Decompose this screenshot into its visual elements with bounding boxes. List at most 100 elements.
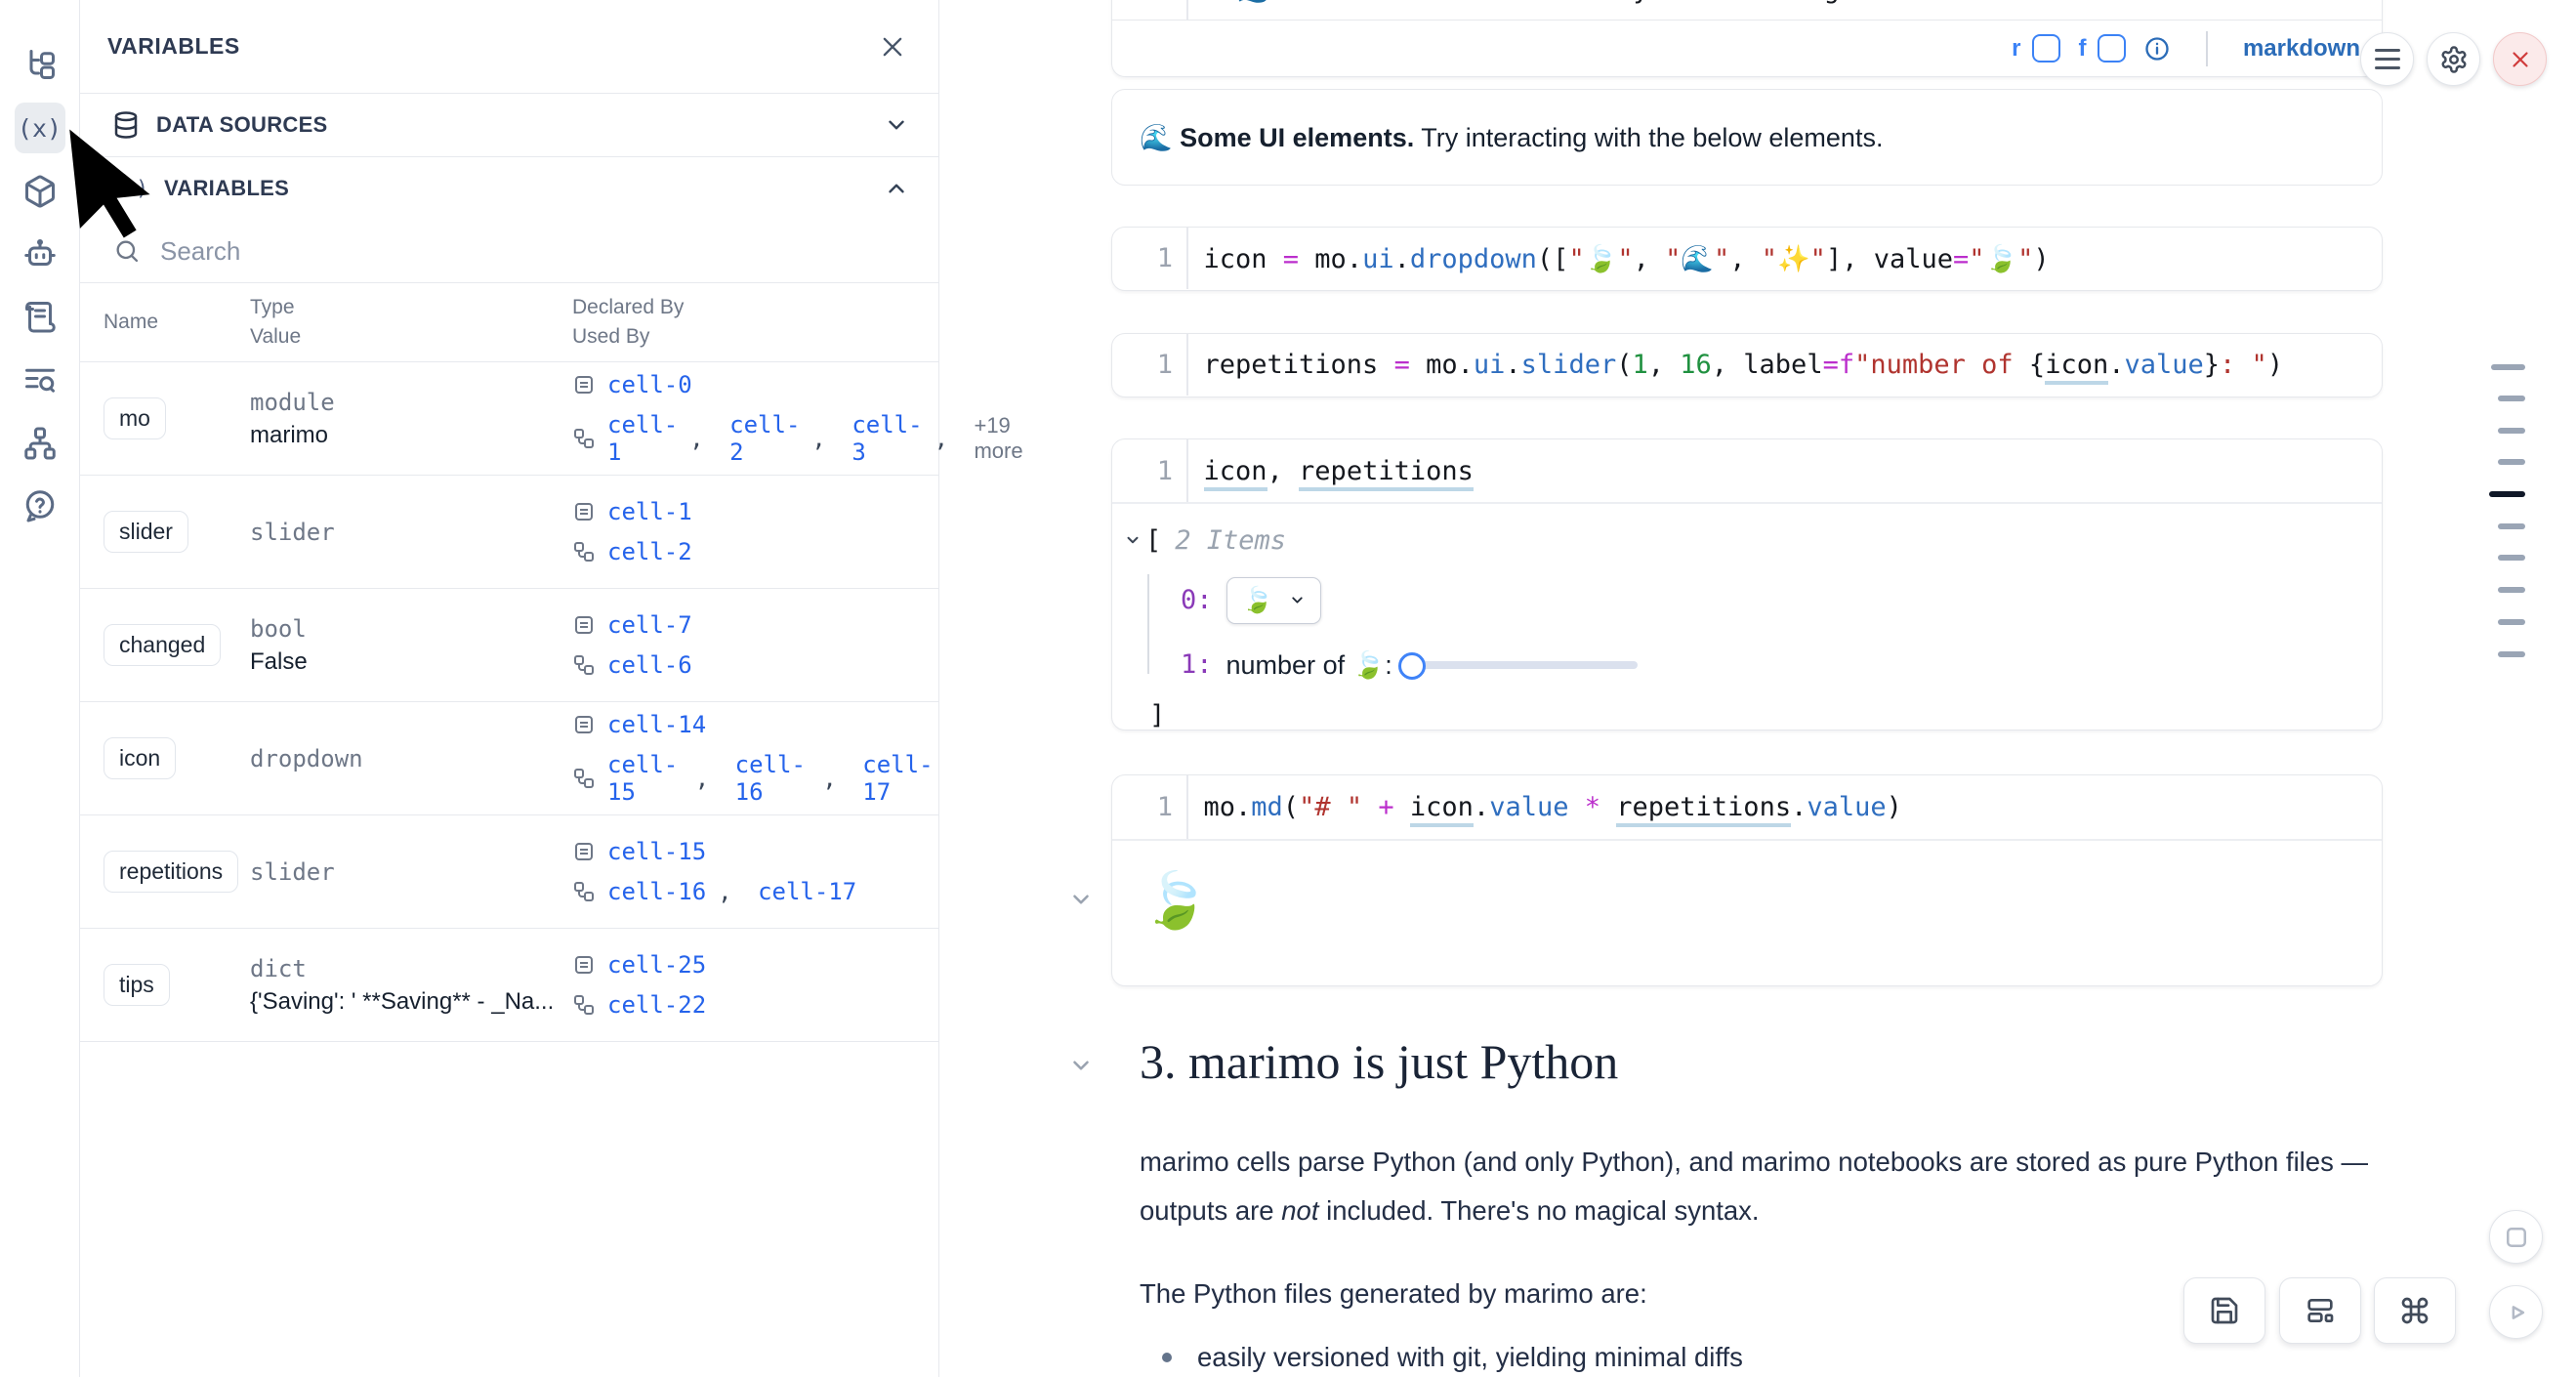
tree-key-0: 0: — [1181, 585, 1213, 615]
minimap-mark[interactable] — [2498, 555, 2525, 561]
minimap-mark[interactable] — [2498, 523, 2525, 529]
cell-link[interactable]: cell-22 — [607, 991, 707, 1019]
ai-bot-icon[interactable] — [15, 229, 65, 279]
code-line[interactable]: icon, repetitions — [1188, 455, 1474, 491]
file-tree-icon[interactable] — [15, 39, 65, 90]
cell-link[interactable]: cell-7 — [607, 611, 692, 639]
help-icon[interactable] — [15, 480, 65, 531]
reactive-checkbox[interactable] — [2032, 34, 2061, 63]
save-button[interactable] — [2183, 1277, 2265, 1344]
cell-link[interactable]: cell-2 — [607, 538, 692, 565]
minimap-mark[interactable] — [2498, 587, 2525, 593]
cell-link[interactable]: cell-1 — [607, 498, 692, 525]
col-used-by: Used By — [572, 325, 650, 348]
cell-link[interactable]: cell-6 — [607, 651, 692, 679]
cell-link[interactable]: cell-3 — [852, 411, 923, 466]
notebook-menu-button[interactable] — [2360, 32, 2414, 86]
shutdown-button[interactable] — [2493, 32, 2547, 86]
cell-md-leaf[interactable]: 1 mo.md("# " + icon.value * repetitions.… — [1111, 774, 2383, 986]
variables-glyph: (x) — [17, 113, 62, 143]
minimap-mark[interactable] — [2498, 651, 2525, 657]
tree-collapse-chevron-icon[interactable] — [1124, 531, 1142, 549]
cell-link[interactable]: cell-0 — [607, 371, 692, 398]
code-line[interactable]: mo.md("# " + icon.value * repetitions.va… — [1188, 792, 1902, 827]
gutter-divider — [1186, 439, 1188, 502]
section-collapse-chevron-icon[interactable] — [1068, 1053, 1094, 1078]
line-number: 1 — [1112, 0, 1186, 5]
variables-panel-icon[interactable]: (x) — [14, 103, 65, 153]
cell-link[interactable]: cell-15 — [607, 838, 707, 865]
cell-link[interactable]: cell-17 — [758, 878, 857, 905]
minimap-mark-active[interactable] — [2489, 491, 2525, 497]
variable-type: bool — [250, 614, 307, 643]
toolbar-separator — [2206, 30, 2208, 66]
icon-dropdown-select[interactable]: 🍃 — [1226, 576, 1321, 624]
logs-icon[interactable] — [15, 291, 65, 342]
variables-table-header: Name Type Value Declared By Used By — [80, 282, 938, 362]
tree-output: [ 2 Items 0: 🍃 1: number of 🍃: ] — [1112, 504, 2382, 730]
markdown-mode-button[interactable]: markdown — [2242, 34, 2360, 62]
cell-collapse-chevron-icon[interactable] — [1068, 887, 1094, 912]
variable-value: marimo — [250, 421, 329, 448]
slider-thumb[interactable] — [1397, 651, 1426, 680]
run-all-button[interactable] — [2489, 1285, 2543, 1339]
packages-icon[interactable] — [15, 166, 65, 217]
info-icon[interactable] — [2143, 35, 2171, 63]
scroll-to-cell-button[interactable] — [2489, 1210, 2543, 1264]
cell-repetitions-slider[interactable]: 1 repetitions = mo.ui.slider(1, 16, labe… — [1111, 333, 2383, 397]
dependency-graph-icon[interactable] — [15, 418, 65, 469]
minimap-mark[interactable] — [2491, 364, 2525, 370]
cell-link[interactable]: cell-15 — [607, 751, 679, 806]
cell-link[interactable]: cell-25 — [607, 951, 707, 979]
cell-markdown-intro[interactable]: 1 **🌊 Some UI elements.** Try interactin… — [1111, 0, 2383, 77]
cell-link[interactable]: cell-16 — [607, 878, 707, 905]
line-number: 1 — [1156, 455, 1173, 486]
search-input[interactable] — [158, 234, 748, 268]
code-line[interactable]: icon = mo.ui.dropdown(["🍃", "🌊", "✨"], v… — [1203, 243, 2050, 274]
variable-name-pill[interactable]: mo — [104, 397, 166, 439]
variable-name-pill[interactable]: repetitions — [104, 851, 239, 893]
variable-name-pill[interactable]: tips — [104, 964, 170, 1006]
settings-button[interactable] — [2427, 32, 2480, 86]
minimap-mark[interactable] — [2498, 396, 2525, 401]
variable-name-pill[interactable]: icon — [104, 737, 177, 779]
variables-section-label: VARIABLES — [163, 176, 290, 200]
variable-type: dict — [250, 954, 307, 982]
format-toggle-label: f — [2078, 34, 2087, 62]
code-line[interactable]: repetitions = mo.ui.slider(1, 16, label=… — [1188, 350, 2283, 385]
cell-link[interactable]: cell-14 — [607, 711, 707, 738]
variables-panel: VARIABLES DATA SOURCES (x) VARIABLES Nam… — [79, 0, 1023, 1377]
cell-link[interactable]: cell-1 — [607, 411, 679, 466]
line-number: 1 — [1156, 350, 1173, 380]
section-paragraph-1: marimo cells parse Python (and only Pyth… — [1140, 1138, 2370, 1235]
cell-link[interactable]: cell-2 — [729, 411, 801, 466]
repetitions-slider[interactable] — [1397, 650, 1638, 680]
layout-toggle-button[interactable] — [2279, 1277, 2361, 1344]
chevron-up-icon — [889, 184, 904, 193]
gear-icon — [2441, 45, 2466, 73]
snippets-search-icon[interactable] — [15, 355, 65, 405]
command-palette-button[interactable] — [2374, 1277, 2456, 1344]
variable-name-pill[interactable]: slider — [104, 511, 188, 553]
cell-link[interactable]: cell-16 — [734, 751, 806, 806]
cell-toolbar: r f markdown — [1112, 20, 2382, 76]
more-cells-link[interactable]: +19 more — [974, 413, 1023, 463]
cell-icon-dropdown[interactable]: 1 icon = mo.ui.dropdown(["🍃", "🌊", "✨"],… — [1111, 227, 2383, 291]
cell-link[interactable]: cell-17 — [862, 751, 934, 806]
cell-tuple-output[interactable]: 1 icon, repetitions [ 2 Items 0: 🍃 1: nu… — [1111, 438, 2383, 730]
minimap-mark[interactable] — [2498, 459, 2525, 465]
gutter-divider — [1186, 775, 1188, 839]
minimap-mark[interactable] — [2498, 619, 2525, 625]
leaf-emoji-output: 🍃 — [1142, 868, 1210, 931]
close-panel-button[interactable] — [876, 30, 909, 63]
section-data-sources[interactable]: DATA SOURCES — [80, 93, 938, 156]
minimap-mark[interactable] — [2498, 428, 2525, 434]
section-variables[interactable]: (x) VARIABLES — [80, 156, 938, 220]
format-checkbox[interactable] — [2098, 34, 2127, 63]
code-line[interactable]: **🌊 Some UI elements.** Try interacting … — [1188, 0, 2237, 5]
variable-name-pill[interactable]: changed — [104, 624, 222, 666]
data-sources-label: DATA SOURCES — [156, 112, 328, 137]
